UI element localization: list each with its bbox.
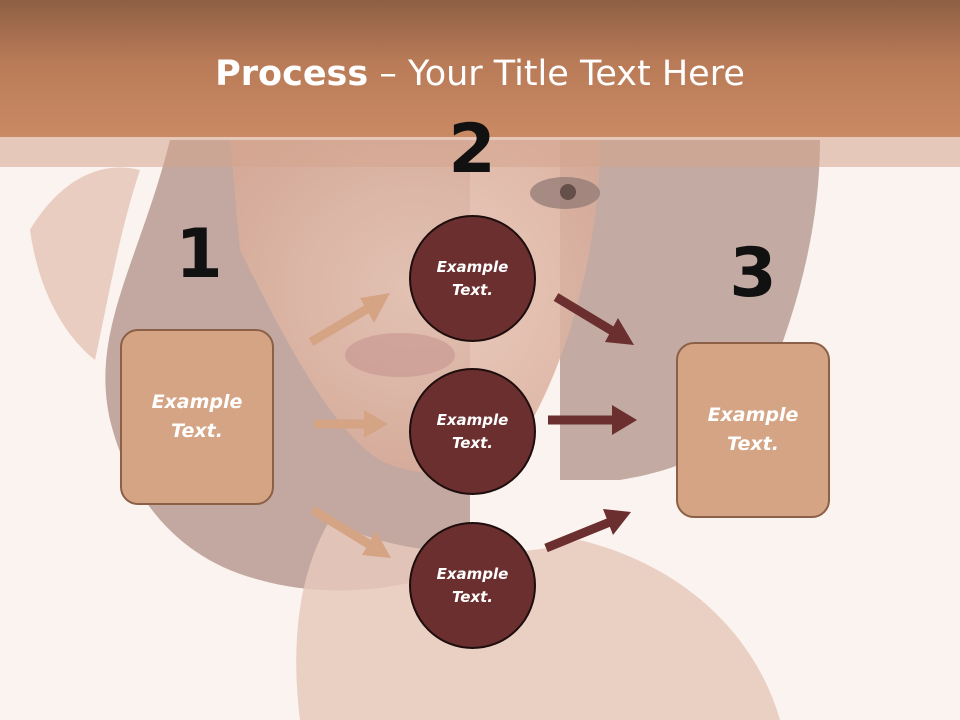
step-3-box[interactable]: Example Text. [676, 342, 830, 518]
step-2-circle-bottom[interactable]: Example Text. [409, 522, 536, 649]
step-2-circle-bottom-label: Example Text. [436, 564, 509, 606]
step-3-label: Example Text. [707, 404, 799, 455]
step-1-label: Example Text. [151, 391, 243, 442]
step-number-3: 3 [729, 234, 777, 313]
step-1-box[interactable]: Example Text. [120, 329, 274, 505]
title-underband [0, 137, 960, 167]
step-number-1: 1 [175, 215, 223, 294]
title-bar: Process – Your Title Text Here [0, 0, 960, 137]
step-2-circle-middle[interactable]: Example Text. [409, 368, 536, 495]
slide-title: Process – Your Title Text Here [0, 52, 960, 96]
title-regular-part: – Your Title Text Here [368, 54, 745, 94]
step-2-circle-top[interactable]: Example Text. [409, 215, 536, 342]
step-2-circle-top-label: Example Text. [436, 257, 509, 299]
title-bold-part: Process [215, 54, 369, 94]
step-2-circle-middle-label: Example Text. [436, 410, 509, 452]
step-number-2: 2 [448, 110, 496, 189]
